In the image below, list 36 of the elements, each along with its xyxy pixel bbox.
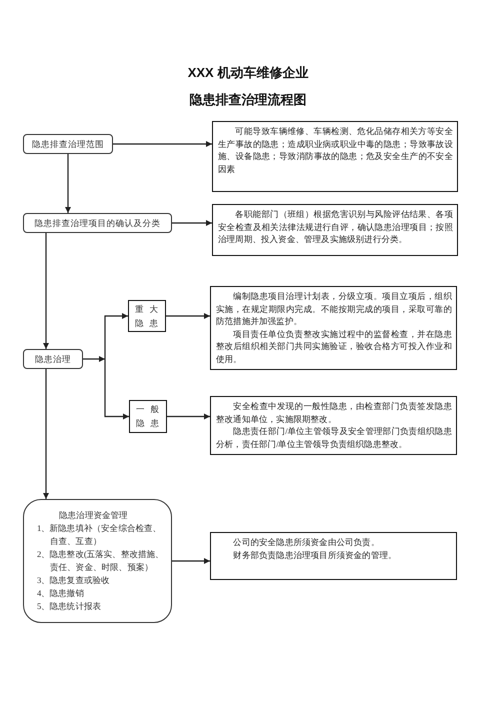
paragraph: 编制隐患项目治理计划表，分级立项。项目立项后，组织实施，在规定期限内完成。不能按期完成的项目，采取可靠的防范措施并加强监护。	[216, 290, 452, 328]
paragraph: 隐患责任部门/单位主管领导及安全管理部门负责组织隐患分析，责任部门/单位主管领导负责组织隐患整改。	[216, 425, 452, 450]
title: 隐患排查治理流程图	[190, 92, 306, 107]
category-box: 一般隐患	[129, 400, 167, 433]
arrow	[65, 154, 71, 213]
list-item: 3、隐患复查或验收	[37, 574, 110, 587]
arrow	[83, 356, 105, 362]
process-box: 隐患排查治理项目的确认及分类	[23, 213, 172, 233]
process-box: 隐患排查治理范围	[23, 134, 113, 154]
paragraph: 公司的安全隐患所须资金由公司负责。	[232, 536, 380, 548]
list-item: 2、隐患整改(五落实、整改措施、责任、资金、时限、预案）	[37, 548, 165, 574]
arrow	[104, 313, 128, 359]
company-heading: XXX 机动车维修企业	[188, 65, 308, 80]
list-item: 5、隐患统计报表	[37, 600, 102, 613]
arrow	[113, 141, 212, 147]
list-item: 4、隐患撤销	[37, 587, 84, 600]
process-box: 隐患治理	[23, 349, 83, 369]
arrow	[43, 233, 49, 349]
description-box	[210, 396, 457, 455]
description-box: 可能导致车辆维修、车辆检测、危化品储存相关方等安全生产事故的隐患；造成职业病或职业中毒的隐患；导致事故设施、设备隐患；导致消防事故的隐患；危及安全生产的不安全因素	[212, 121, 458, 192]
list-item: 1、新隐患填补（安全综合检查、自查、互查）	[37, 522, 162, 548]
description-box: 各职能部门（班组）根据危害识别与风险评估结果、各项安全检查及相关法律法规进行自评，确认隐患治理项目；按照治理周期、投入资金、管理及实施级别进行分类。	[212, 204, 458, 256]
process-box	[23, 499, 172, 623]
paragraph: 项目责任单位负责整改实施过程中的监督检查，并在隐患整改后组织相关部门共同实施验证，验收合格方可投入作业和使用。	[216, 328, 452, 365]
arrow	[166, 313, 210, 319]
arrow	[167, 414, 210, 420]
description-box	[210, 532, 457, 580]
box-heading: 隐患治理资金管理	[59, 509, 128, 522]
arrow	[104, 359, 129, 420]
arrow	[172, 220, 212, 226]
paragraph: 财务部负责隐患治理项目所须资金的管理。	[232, 548, 397, 561]
arrow	[172, 558, 210, 564]
arrow	[43, 369, 49, 499]
category-box: 重大隐患	[128, 300, 166, 332]
description-box	[210, 286, 457, 370]
paragraph: 安全检查中发现的一般性隐患，由检查部门负责签发隐患整改通知单位，实施限期整改。	[216, 400, 452, 425]
